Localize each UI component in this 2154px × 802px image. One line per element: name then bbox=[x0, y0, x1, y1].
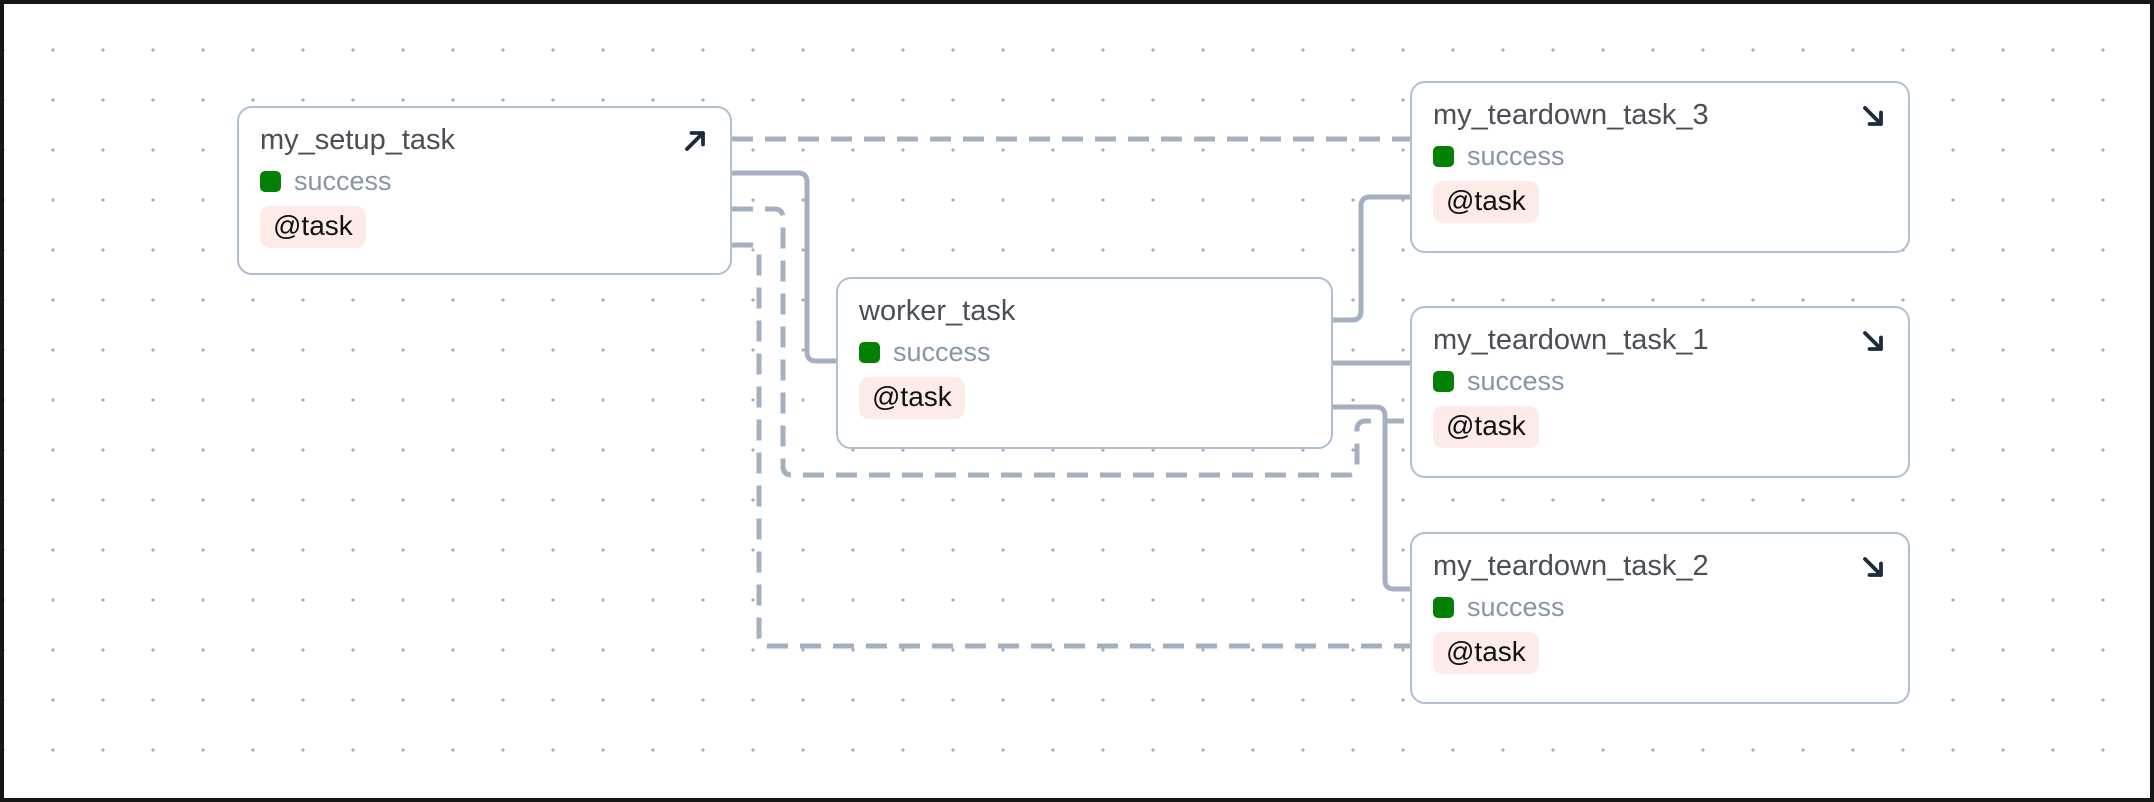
arrow-down-right-icon bbox=[1855, 98, 1891, 134]
task-decorator-badge: @task bbox=[260, 206, 366, 248]
task-state-label: success bbox=[1467, 366, 1565, 396]
task-state-label: success bbox=[893, 337, 991, 367]
task-name: my_teardown_task_3 bbox=[1433, 99, 1709, 131]
task-decorator-badge: @task bbox=[859, 377, 965, 419]
success-state-icon bbox=[1433, 370, 1454, 392]
arrow-up-right-icon bbox=[677, 123, 713, 159]
task-state-label: success bbox=[1467, 141, 1565, 171]
edge-worker_task-to-my_teardown_task_3 bbox=[1333, 194, 1410, 323]
edge-my_setup_task-to-worker_task bbox=[732, 170, 838, 364]
success-state-icon bbox=[859, 341, 880, 363]
task-decorator-badge: @task bbox=[1433, 632, 1539, 674]
task-state-row: success bbox=[260, 166, 710, 196]
task-state-row: success bbox=[1433, 592, 1888, 622]
success-state-icon bbox=[1433, 145, 1454, 167]
success-state-icon bbox=[260, 170, 281, 192]
task-state-label: success bbox=[294, 166, 392, 196]
success-state-icon bbox=[1433, 596, 1454, 618]
task-name: my_teardown_task_2 bbox=[1433, 550, 1709, 582]
task-name: worker_task bbox=[859, 295, 1016, 327]
task-decorator-badge: @task bbox=[1433, 181, 1539, 223]
task-state-row: success bbox=[1433, 366, 1888, 396]
task-name: my_setup_task bbox=[260, 124, 456, 156]
task-state-row: success bbox=[1433, 141, 1888, 171]
task-state-label: success bbox=[1467, 592, 1565, 622]
task-name: my_teardown_task_1 bbox=[1433, 324, 1709, 356]
arrow-down-right-icon bbox=[1855, 549, 1891, 585]
task-state-row: success bbox=[859, 337, 1311, 367]
edge-my_setup_task-to-my_teardown_task_1 bbox=[732, 206, 1410, 478]
arrow-down-right-icon bbox=[1855, 323, 1891, 359]
edge-worker_task-to-my_teardown_task_2 bbox=[1333, 404, 1410, 592]
task-decorator-badge: @task bbox=[1433, 406, 1539, 448]
